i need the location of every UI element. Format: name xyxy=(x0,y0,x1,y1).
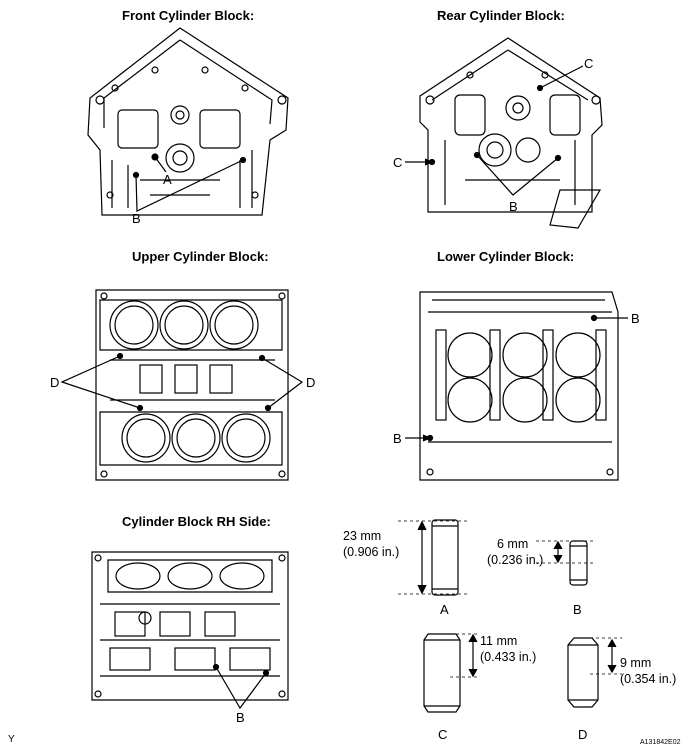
upper-callout-d-right: D xyxy=(306,375,316,390)
lower-callout-b-top: B xyxy=(631,311,640,326)
pin-d-label: D xyxy=(578,727,588,742)
pin-b-label: B xyxy=(573,602,582,617)
pin-d-drawing xyxy=(567,637,622,708)
rear-callout-c-left: C xyxy=(393,155,403,170)
front-cylinder-block-drawing xyxy=(87,27,289,216)
pin-c-mm: 11 mm xyxy=(480,634,518,648)
upper-cylinder-block-drawing xyxy=(60,289,304,481)
pin-b-inch: (0.236 in.) xyxy=(487,553,544,567)
pin-b-mm: 6 mm xyxy=(497,537,529,551)
lower-cylinder-block-title: Lower Cylinder Block: xyxy=(437,249,575,264)
front-callout-b: B xyxy=(132,211,141,226)
lower-cylinder-block-drawing xyxy=(405,291,628,481)
pin-d-dimension: 9 mm (0.354 in.) xyxy=(620,655,676,687)
front-cylinder-block-title: Front Cylinder Block: xyxy=(122,8,255,23)
pin-a-mm: 23 mm xyxy=(343,529,382,543)
cylinder-block-rh-side-title: Cylinder Block RH Side: xyxy=(122,514,271,529)
pin-d-inch: (0.354 in.) xyxy=(620,672,677,686)
rh-side-callout-b: B xyxy=(236,710,245,725)
pin-d-mm: 9 mm xyxy=(620,656,652,670)
pin-c-drawing xyxy=(423,633,478,713)
pin-a-dimension: 23 mm (0.906 in.) xyxy=(343,528,399,560)
pin-a-inch: (0.906 in.) xyxy=(343,545,400,559)
upper-callout-d-left: D xyxy=(50,375,60,390)
pin-c-label: C xyxy=(438,727,448,742)
upper-cylinder-block-title: Upper Cylinder Block: xyxy=(132,249,269,264)
footer-left-mark: Y xyxy=(8,734,15,745)
figure-id: A131842E02 xyxy=(640,739,681,746)
front-callout-a: A xyxy=(163,172,172,187)
rear-callout-b: B xyxy=(509,199,518,214)
rear-cylinder-block-drawing xyxy=(405,37,603,229)
lower-callout-b-left: B xyxy=(393,431,402,446)
cylinder-block-rh-side-drawing xyxy=(91,551,289,710)
pin-c-inch: (0.433 in.) xyxy=(480,650,537,664)
rear-callout-c-top: C xyxy=(584,56,594,71)
pin-a-label: A xyxy=(440,602,449,617)
rear-cylinder-block-title: Rear Cylinder Block: xyxy=(437,8,565,23)
pin-c-dimension: 11 mm (0.433 in.) xyxy=(480,633,536,665)
pin-b-dimension: 6 mm (0.236 in.) xyxy=(487,536,543,568)
pin-b-drawing xyxy=(536,540,595,586)
pin-a-drawing xyxy=(398,519,470,596)
